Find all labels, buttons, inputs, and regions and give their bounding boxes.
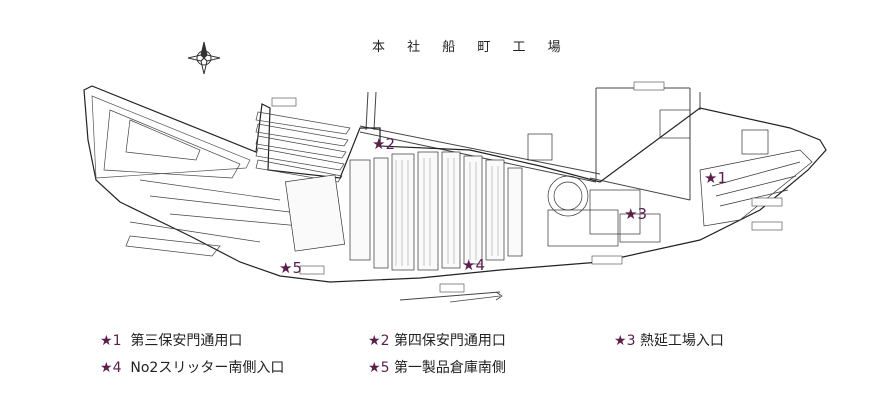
factory-map (83, 41, 827, 303)
legend-number: 1 (112, 333, 122, 349)
legend-text: No2スリッター南側入口 (130, 360, 285, 376)
legend-number: 5 (380, 360, 390, 376)
map-marker-3[interactable]: ★3 (624, 206, 647, 222)
legend-text: 第三保安門通用口 (130, 333, 243, 349)
legend-star-icon: ★ (614, 333, 627, 349)
marker-label: 5 (292, 259, 302, 277)
legend-star-icon: ★ (368, 333, 381, 349)
north-arrow-icon (449, 291, 503, 303)
west-block (103, 109, 301, 257)
marker-label: 3 (637, 205, 647, 223)
compass-icon (187, 41, 221, 75)
area-label-boxes (271, 81, 783, 293)
marker-label: 2 (385, 135, 395, 153)
legend-item-3: ★3 熱延工場入口 (614, 332, 724, 350)
legend-number: 3 (626, 333, 636, 349)
central-halls (284, 151, 523, 271)
site-outline-inner (91, 95, 251, 179)
legend-text: 第一製品倉庫南側 (393, 360, 506, 376)
east-block (527, 109, 813, 247)
factory-map-drawing (83, 41, 827, 303)
building-strips-nw (255, 111, 351, 183)
legend-item-5: ★5 第一製品倉庫南側 (368, 359, 506, 377)
legend-text: 第四保安門通用口 (393, 333, 506, 349)
marker-label: 1 (717, 169, 727, 187)
marker-star-icon: ★ (372, 135, 386, 153)
map-marker-4[interactable]: ★4 (462, 257, 485, 273)
marker-label: 4 (475, 256, 485, 274)
legend-number: 2 (380, 333, 390, 349)
legend-star-icon: ★ (368, 360, 381, 376)
marker-star-icon: ★ (279, 259, 293, 277)
legend-number: 4 (112, 360, 122, 376)
marker-star-icon: ★ (462, 256, 476, 274)
legend-item-2: ★2 第四保安門通用口 (368, 332, 506, 350)
marker-star-icon: ★ (624, 205, 638, 223)
central-hall-stripes (395, 158, 499, 266)
map-marker-5[interactable]: ★5 (279, 260, 302, 276)
legend-item-4: ★4 No2スリッター南側入口 (100, 359, 284, 377)
map-title: 本 社 船 町 工 場 (372, 40, 570, 55)
marker-star-icon: ★ (704, 169, 718, 187)
map-marker-1[interactable]: ★1 (704, 170, 727, 186)
legend-star-icon: ★ (100, 360, 113, 376)
map-marker-2[interactable]: ★2 (372, 136, 395, 152)
legend-star-icon: ★ (100, 333, 113, 349)
legend-item-1: ★1 第三保安門通用口 (100, 332, 242, 350)
legend-text: 熱延工場入口 (639, 333, 724, 349)
